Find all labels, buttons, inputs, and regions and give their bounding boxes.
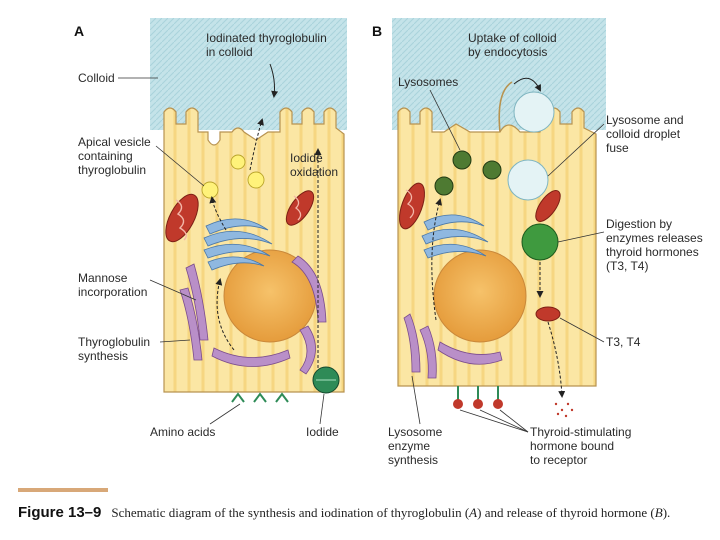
fused-droplet	[507, 159, 549, 201]
lysosomes-b	[434, 150, 502, 196]
figure-caption: Figure 13–9 Schematic diagram of the synt…	[18, 504, 708, 522]
released-hormone-dots	[554, 402, 574, 418]
svg-text:hormone bound: hormone bound	[530, 439, 614, 453]
svg-text:colloid droplet: colloid droplet	[606, 127, 681, 141]
caption-text: Schematic diagram of the synthesis and i…	[111, 505, 671, 520]
path-arrow-a3	[249, 118, 264, 171]
svg-text:(T3, T4): (T3, T4)	[606, 259, 648, 273]
svg-text:Digestion by: Digestion by	[606, 217, 672, 231]
label-iodide-oxidation: Iodide oxidation	[290, 151, 338, 179]
colloid-droplet-uptake	[513, 91, 555, 133]
golgi-a	[203, 218, 273, 271]
caption-accent-bar	[18, 488, 108, 492]
svg-text:Apical vesicle: Apical vesicle	[78, 135, 151, 149]
label-lysosome-fuse: Lysosome and colloid droplet fuse	[606, 113, 684, 155]
label-apical-vesicle: Apical vesicle containing thyroglobulin	[78, 135, 151, 177]
rough-er-b	[403, 313, 503, 379]
svg-text:Thyroglobulin: Thyroglobulin	[78, 335, 150, 349]
label-amino-acids: Amino acids	[150, 425, 215, 439]
panel-b-letter: B	[372, 23, 382, 39]
label-t3-t4: T3, T4	[606, 335, 641, 349]
panel-b: B Uptake of colloid by endocytosis Lysos…	[372, 18, 703, 467]
svg-text:in colloid: in colloid	[206, 45, 253, 59]
svg-text:Lysosome and: Lysosome and	[606, 113, 684, 127]
tsh-receptors	[453, 386, 503, 409]
label-uptake: Uptake of colloid by endocytosis	[468, 31, 557, 59]
label-iodinated-thyroglobulin: Iodinated thyroglobulin in colloid	[206, 31, 327, 59]
label-lysosomes: Lysosomes	[398, 75, 458, 89]
apical-vesicles-a	[201, 154, 265, 199]
label-lysosome-enzyme: Lysosome enzyme synthesis	[388, 425, 443, 467]
svg-text:oxidation: oxidation	[290, 165, 338, 179]
svg-text:to receptor: to receptor	[530, 453, 587, 467]
mitochondria-b	[399, 182, 561, 322]
lysosome-path	[431, 198, 443, 321]
label-digestion: Digestion by enzymes releases thyroid ho…	[606, 217, 703, 273]
svg-text:incorporation: incorporation	[78, 285, 147, 299]
svg-text:Mannose: Mannose	[78, 271, 128, 285]
svg-text:thyroid hormones: thyroid hormones	[606, 245, 699, 259]
endocytosis-pocket	[498, 81, 513, 133]
panel-a-letter: A	[74, 23, 84, 39]
panel-a: A Iodinated thyroglobulin in colloid Col…	[74, 18, 347, 439]
label-thyroglobulin-synthesis: Thyroglobulin synthesis	[78, 335, 150, 363]
svg-text:thyroglobulin: thyroglobulin	[78, 163, 146, 177]
svg-text:enzymes releases: enzymes releases	[606, 231, 703, 245]
svg-text:synthesis: synthesis	[388, 453, 438, 467]
label-mannose: Mannose incorporation	[78, 271, 147, 299]
svg-text:Lysosome: Lysosome	[388, 425, 443, 439]
label-tsh: Thyroid-stimulating hormone bound to rec…	[530, 425, 631, 467]
svg-text:by endocytosis: by endocytosis	[468, 45, 547, 59]
figure-number: Figure 13–9	[18, 504, 102, 521]
nucleus-b	[433, 249, 527, 343]
svg-text:Iodinated thyroglobulin: Iodinated thyroglobulin	[206, 31, 327, 45]
svg-text:Thyroid-stimulating: Thyroid-stimulating	[530, 425, 631, 439]
label-colloid: Colloid	[78, 71, 115, 85]
path-arrow-a1	[215, 278, 235, 351]
svg-text:containing: containing	[78, 149, 133, 163]
mitochondria-a	[165, 190, 315, 243]
iodinated-arrow	[269, 63, 279, 98]
label-iodide: Iodide	[306, 425, 339, 439]
svg-text:enzyme: enzyme	[388, 439, 430, 453]
uptake-arrow	[513, 77, 541, 92]
golgi-b	[421, 214, 489, 259]
svg-text:Uptake of colloid: Uptake of colloid	[468, 31, 557, 45]
digestion-vesicle	[521, 223, 559, 261]
release-arrow-2	[547, 321, 566, 398]
path-arrow-a2	[209, 196, 227, 231]
svg-text:Iodide: Iodide	[290, 151, 323, 165]
svg-text:fuse: fuse	[606, 141, 629, 155]
amino-acid-transporters	[231, 392, 289, 403]
svg-text:synthesis: synthesis	[78, 349, 128, 363]
